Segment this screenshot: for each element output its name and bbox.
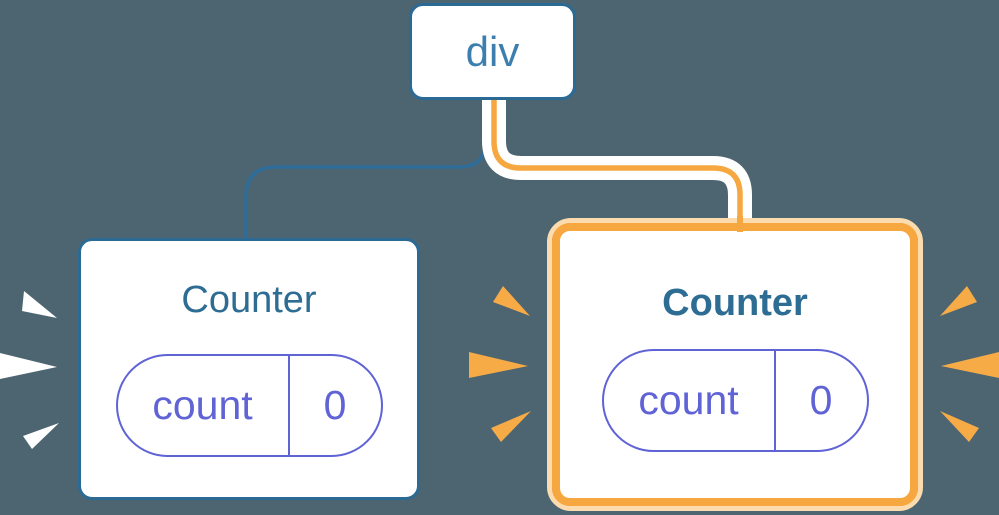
tree-node-div: div	[409, 3, 576, 100]
edge-div-to-counter-left	[244, 98, 488, 240]
burst-sparks-left-counter	[0, 291, 59, 449]
state-pill-label: count	[118, 356, 290, 455]
burst-spark-icon	[491, 411, 531, 442]
burst-spark-icon	[940, 286, 977, 316]
state-pill-label: count	[604, 351, 776, 450]
edge-div-to-counter-right-casing	[482, 96, 752, 219]
burst-spark-icon	[493, 286, 530, 316]
burst-spark-icon	[23, 423, 59, 449]
tree-node-div-label: div	[465, 27, 520, 75]
edge-entry-notch	[737, 216, 743, 232]
tree-node-counter-1: Counter count 0	[78, 238, 420, 500]
tree-node-counter-2-highlight-ring: Counter count 0	[547, 218, 923, 511]
state-pill: count 0	[115, 354, 383, 457]
state-pill: count 0	[601, 349, 869, 452]
burst-spark-icon	[469, 352, 528, 378]
state-pill-value: 0	[809, 377, 833, 423]
state-pill-value: 0	[323, 382, 347, 428]
burst-spark-icon	[22, 291, 57, 318]
burst-spark-icon	[0, 353, 57, 379]
counter-title: Counter	[181, 279, 317, 321]
edge-div-to-counter-right	[491, 96, 743, 218]
burst-spark-icon	[941, 352, 999, 378]
burst-sparks-right-counter-left-side	[469, 286, 531, 442]
burst-spark-icon	[940, 411, 979, 442]
burst-sparks-right-counter-right-side	[940, 286, 999, 442]
counter-title: Counter	[662, 282, 808, 324]
tree-node-counter-2: Counter count 0	[552, 223, 918, 506]
